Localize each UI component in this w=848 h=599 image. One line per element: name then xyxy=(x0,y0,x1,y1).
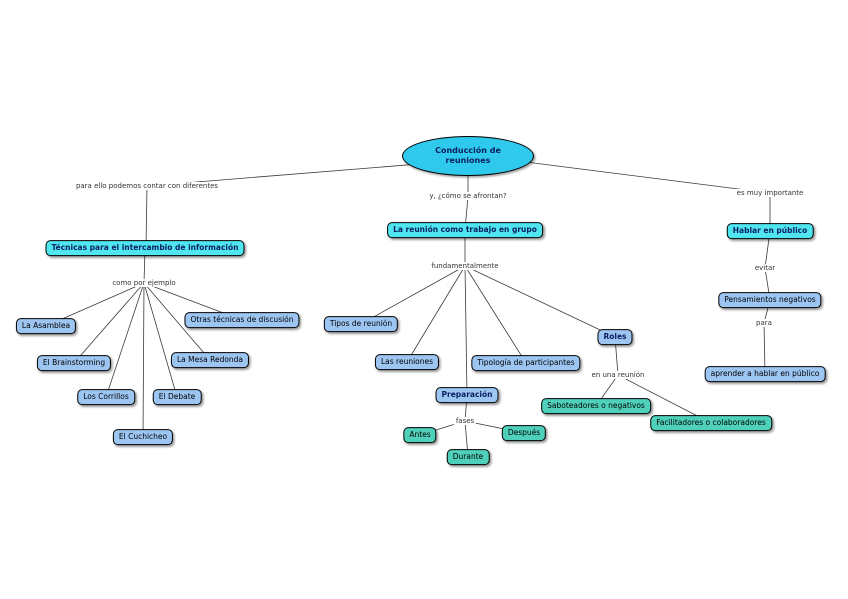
linking-phrase-diferentes[interactable]: para ello podemos contar con diferentes xyxy=(73,182,221,190)
linking-phrase-para[interactable]: para xyxy=(754,319,774,327)
node-la-mesa-redonda[interactable]: La Mesa Redonda xyxy=(170,352,250,368)
node-tipologia-participantes[interactable]: Tipología de participantes xyxy=(471,355,581,371)
node-el-debate[interactable]: El Debate xyxy=(152,389,202,405)
node-tipos-de-reunion[interactable]: Tipos de reunión xyxy=(323,316,399,332)
node-despues[interactable]: Después xyxy=(501,425,547,441)
linking-phrase-importante[interactable]: es muy importante xyxy=(734,189,806,197)
linking-phrase-ejemplo[interactable]: como por ejemplo xyxy=(110,279,178,287)
node-las-reuniones[interactable]: Las reuniones xyxy=(374,354,440,370)
node-durante[interactable]: Durante xyxy=(446,449,490,465)
node-facilitadores-colaboradores[interactable]: Facilitadores o colaboradores xyxy=(650,415,772,431)
node-conduccion-de-reuniones[interactable]: Conducción de reuniones xyxy=(402,136,534,176)
node-antes[interactable]: Antes xyxy=(403,427,437,443)
node-el-cuchicheo[interactable]: El Cuchicheo xyxy=(112,429,174,445)
node-otras-tecnicas-discusion[interactable]: Otras técnicas de discusión xyxy=(184,312,300,328)
node-preparacion[interactable]: Preparación xyxy=(435,387,499,403)
linking-phrase-en-una-reunion[interactable]: en una reunión xyxy=(589,371,647,379)
node-los-corrillos[interactable]: Los Corrillos xyxy=(77,389,135,405)
node-el-brainstorming[interactable]: El Brainstorming xyxy=(36,355,112,371)
node-saboteadores-negativos[interactable]: Saboteadores o negativos xyxy=(541,398,651,414)
node-la-asamblea[interactable]: La Asamblea xyxy=(15,318,77,334)
node-aprender-hablar-publico[interactable]: aprender a hablar en público xyxy=(704,366,826,382)
node-reunion-trabajo-en-grupo[interactable]: La reunión como trabajo en grupo xyxy=(387,222,543,238)
node-hablar-en-publico[interactable]: Hablar en público xyxy=(726,223,814,239)
linking-phrase-como-afrontan[interactable]: y, ¿cómo se afrontan? xyxy=(427,192,509,200)
node-roles[interactable]: Roles xyxy=(597,329,633,345)
linking-phrase-evitar[interactable]: evitar xyxy=(752,264,778,272)
linking-phrase-fases[interactable]: fases xyxy=(453,417,477,425)
linking-phrase-fundamentalmente[interactable]: fundamentalmente xyxy=(429,262,501,270)
node-pensamientos-negativos[interactable]: Pensamientos negativos xyxy=(718,292,822,308)
node-tecnicas-intercambio-informacion[interactable]: Técnicas para el intercambio de informac… xyxy=(45,240,245,256)
